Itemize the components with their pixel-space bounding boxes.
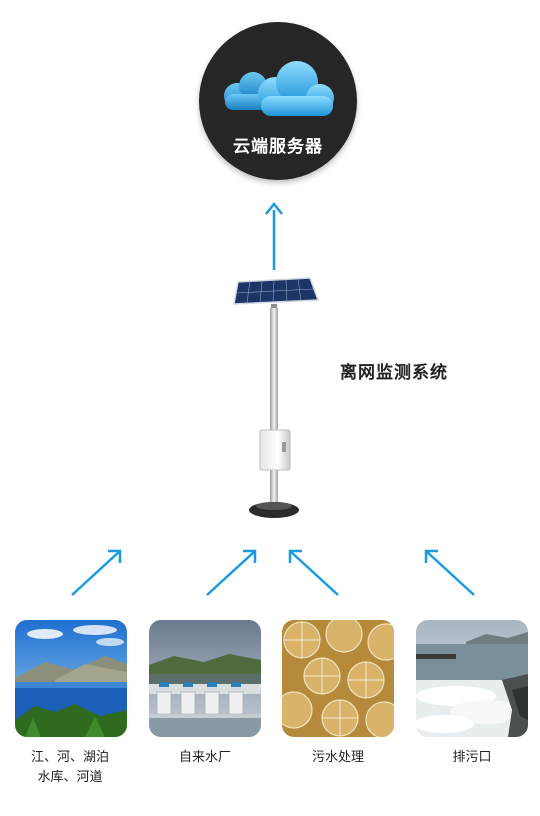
source-label-water-plant: 自来水厂 (130, 748, 280, 768)
source-label-lake-line2: 水库、河道 (37, 770, 103, 785)
arrow-up-to-cloud (265, 201, 283, 270)
monitoring-system-label: 离网监测系统 (340, 363, 448, 383)
cloud-icon (224, 61, 334, 116)
lake-landscape-photo (15, 620, 127, 737)
cloud-server-node: 云端服务器 (199, 22, 357, 180)
solar-monitoring-station-icon (233, 277, 320, 518)
source-label-sewage-treatment-line1: 污水处理 (311, 750, 364, 765)
source-label-sewage-outlet: 排污口 (397, 748, 540, 768)
source-label-sewage-outlet-line1: 排污口 (452, 750, 492, 765)
source-label-lake: 江、河、湖泊 水库、河道 (0, 748, 145, 788)
arrow-from-lake (71, 549, 122, 596)
water-plant-dam-photo (149, 620, 261, 737)
arrow-from-sewage-treatment (288, 549, 339, 596)
source-label-lake-line1: 江、河、湖泊 (30, 750, 109, 765)
cloud-server-label: 云端服务器 (233, 137, 323, 157)
source-label-water-plant-line1: 自来水厂 (178, 750, 231, 765)
arrow-from-water-plant (206, 549, 257, 596)
sewage-treatment-photo (282, 620, 394, 737)
sewage-outlet-photo (416, 620, 528, 737)
arrow-from-sewage-outlet (424, 549, 475, 596)
source-label-sewage-treatment: 污水处理 (263, 748, 413, 768)
